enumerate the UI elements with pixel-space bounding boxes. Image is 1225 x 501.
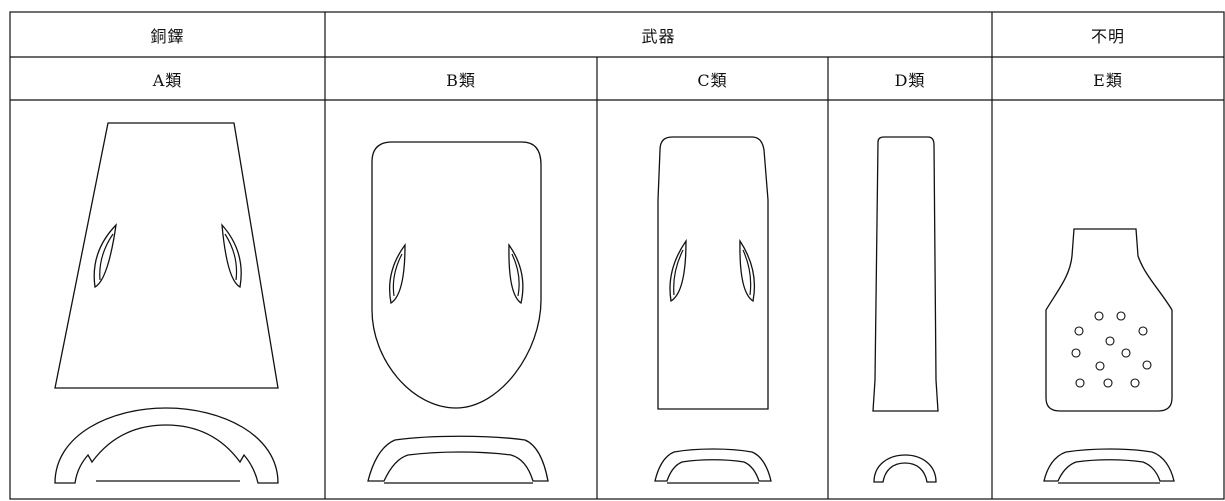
type-a-right-lug — [221, 223, 242, 289]
type-a-cross-section — [54, 407, 279, 484]
type-d-front-view — [872, 136, 939, 412]
type-e-front-view — [1045, 228, 1173, 412]
type-d-drawing — [872, 136, 939, 483]
group-header-unknown: 不明 — [1090, 26, 1125, 46]
table-border — [9, 11, 1225, 500]
type-b-right-lug — [508, 243, 524, 305]
type-d-cross-section — [873, 454, 937, 483]
type-header-a: A類 — [152, 70, 183, 90]
table-grid — [9, 11, 1225, 500]
type-e-cross-section — [1043, 448, 1175, 484]
type-b-front-view — [371, 141, 542, 409]
type-c-front-view — [657, 136, 769, 410]
type-b-drawing — [367, 141, 549, 484]
type-header-d: D類 — [894, 70, 926, 90]
type-e-holes — [1071, 311, 1152, 388]
type-c-drawing — [654, 136, 772, 484]
type-a-drawing — [54, 122, 279, 484]
type-a-left-lug — [93, 223, 117, 289]
type-c-right-lug — [739, 238, 756, 303]
type-header-c: C類 — [697, 70, 728, 90]
group-header-dotaku: 銅鐸 — [150, 26, 185, 46]
type-b-cross-section — [367, 435, 549, 484]
type-b-left-lug — [388, 243, 406, 305]
type-header-b: B類 — [446, 70, 476, 90]
type-e-drawing — [1043, 228, 1175, 484]
type-header-e: E類 — [1093, 70, 1123, 90]
type-c-cross-section — [654, 448, 772, 484]
type-c-left-lug — [669, 238, 687, 303]
group-header-weapons: 武器 — [641, 26, 676, 46]
type-a-front-view — [54, 122, 279, 389]
